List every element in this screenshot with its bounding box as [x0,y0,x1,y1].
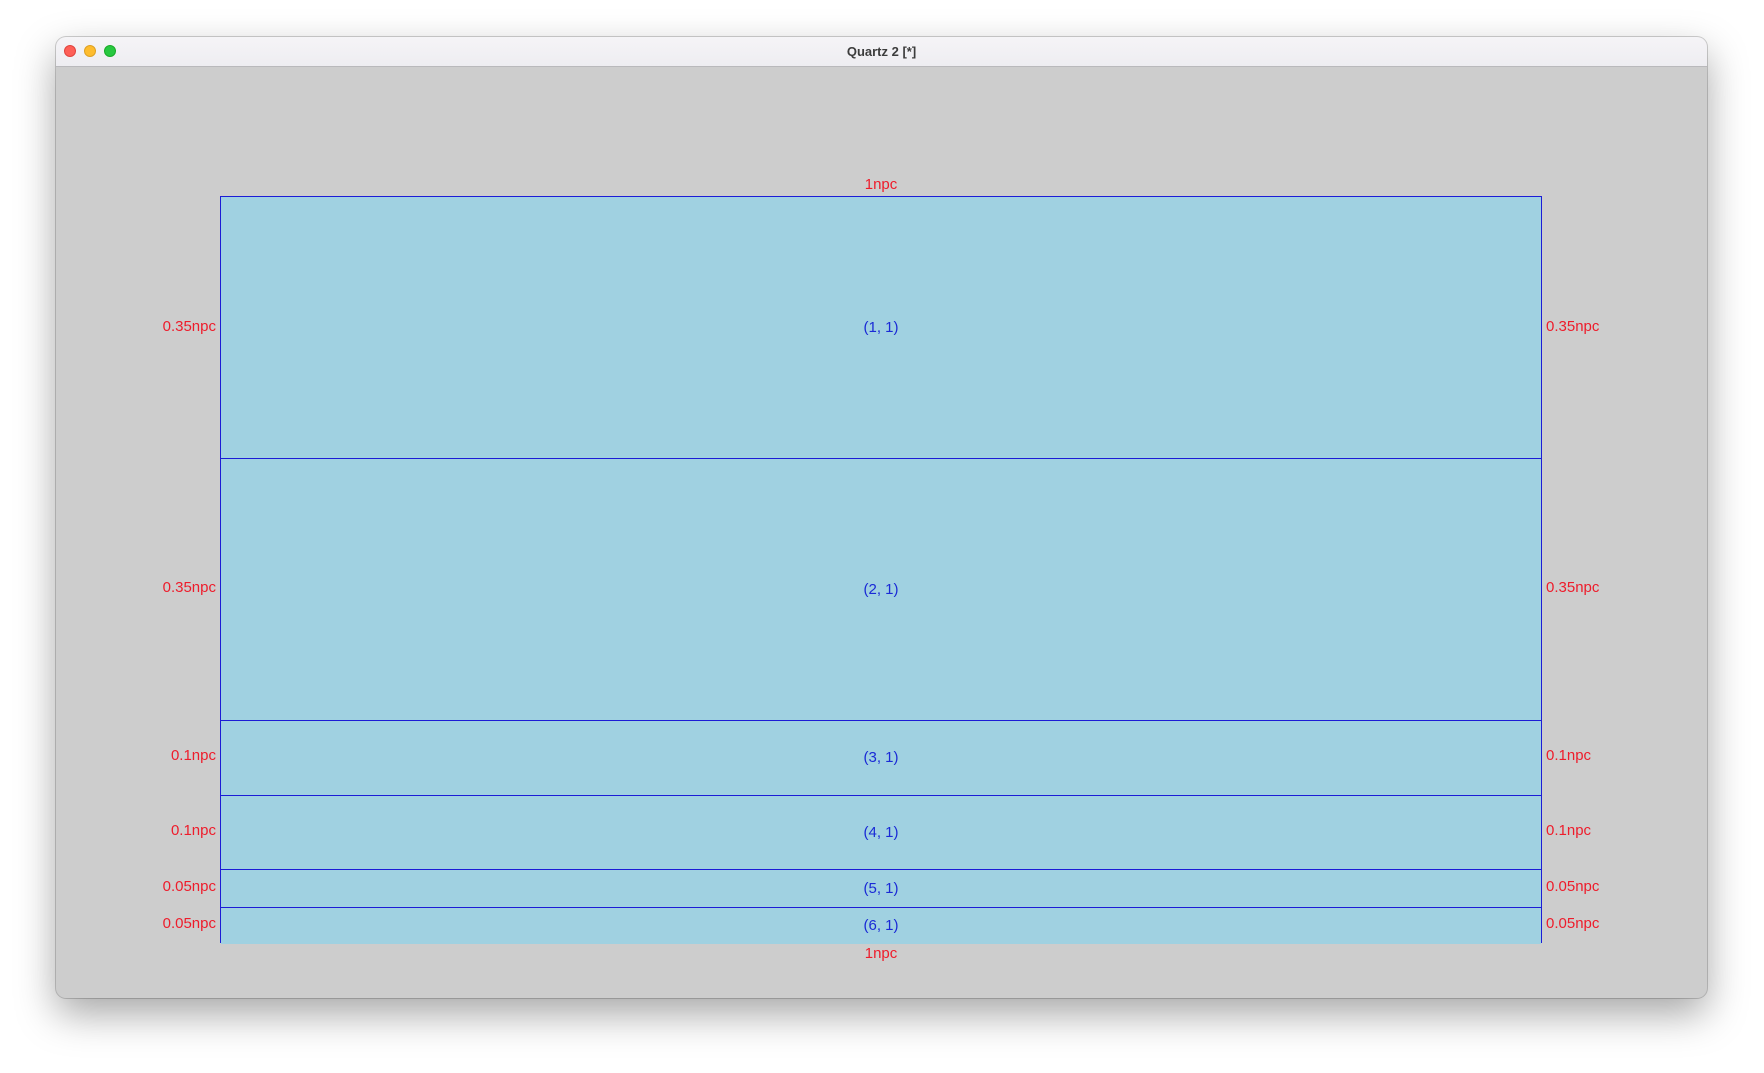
row-height-label-right: 0.05npc [1546,877,1600,895]
quartz-window: Quartz 2 [*] 1npc (1, 1) (2, 1) (3, 1) (4, … [56,37,1707,998]
row-height-label-right: 0.35npc [1546,579,1600,597]
cell-label: (1, 1) [863,319,899,337]
layout-cell: (4, 1) [221,794,1541,870]
row-height-label-left: 0.1npc [170,821,216,839]
cell-label: (6, 1) [863,917,899,935]
cell-label: (3, 1) [863,749,899,767]
close-button[interactable] [64,45,76,57]
minimize-button[interactable] [84,45,96,57]
row-height-label-left: 0.05npc [162,877,216,895]
zoom-button[interactable] [104,45,116,57]
row-height-label-left: 0.1npc [170,747,216,765]
cell-label: (2, 1) [863,581,899,599]
row-height-label-left: 0.35npc [162,579,216,597]
title-bar[interactable]: Quartz 2 [*] [56,37,1707,67]
width-label-top: 1npc [864,176,898,193]
layout-cell: (3, 1) [221,719,1541,795]
row-height-label-left: 0.05npc [162,915,216,933]
row-height-label-right: 0.05npc [1546,915,1600,933]
row-height-label-left: 0.35npc [162,317,216,335]
width-label-bottom: 1npc [864,945,898,962]
row-height-label-right: 0.1npc [1546,821,1592,839]
layout-cell: (6, 1) [221,906,1541,944]
row-height-label-right: 0.1npc [1546,747,1592,765]
row-height-label-right: 0.35npc [1546,317,1600,335]
layout-cell: (1, 1) [221,197,1541,459]
plot-canvas: 1npc (1, 1) (2, 1) (3, 1) (4, 1) (5, 1) (6, 1… [56,67,1707,998]
layout-cell: (5, 1) [221,869,1541,907]
cell-label: (5, 1) [863,879,899,897]
layout-cell: (2, 1) [221,458,1541,720]
cell-label: (4, 1) [863,823,899,841]
grid-layout: (1, 1) (2, 1) (3, 1) (4, 1) (5, 1) (6, 1) [220,196,1542,944]
window-title: Quartz 2 [*] [846,44,917,59]
